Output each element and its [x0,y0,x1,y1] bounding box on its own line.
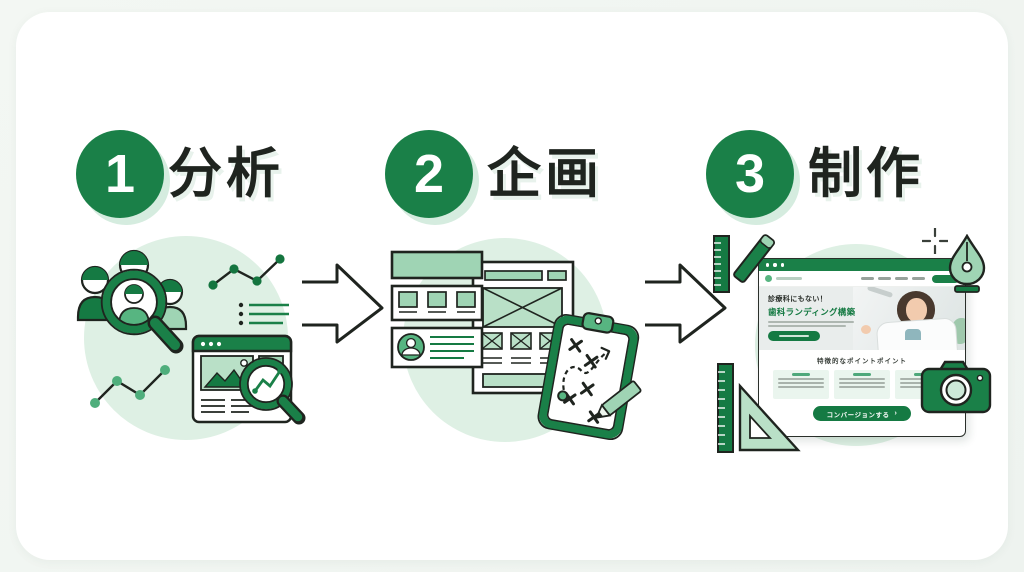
nav-cta-pill [932,274,959,283]
nav-link-bar [895,277,908,280]
feature-card-text-bar [839,378,885,380]
people-magnifier-icon [100,268,184,354]
window-dot-icon [780,263,785,267]
step-3-title: 制作 [808,144,924,204]
step-3-number: 3 [734,144,766,204]
step-3-number-badge: 3 [706,130,794,218]
dentist-photo [853,287,965,350]
window-dot-icon [766,263,770,267]
image-placeholder-icon [203,368,248,388]
hero-headline-main: 歯科ランディング構築 [768,307,856,317]
ruler-pencil-icon [713,234,775,293]
hero-section: 診療科にもない！ 歯科ランディング構築 [759,287,965,350]
hero-headline-top: 診療科にもない！ [768,296,828,303]
step-1-number-badge: 1 [76,130,164,218]
conversion-button-label: コンバージョンする [826,411,890,419]
line-chart-top-icon [208,254,285,290]
nav-link-bar [861,277,874,280]
site-logo-icon [765,275,772,282]
pen-nib-icon [948,234,986,293]
feature-card-title-bar [853,373,871,376]
browser-titlebar [759,259,965,271]
right-arrow-icon [645,263,727,344]
hero-copy-bar [768,325,846,327]
conversion-button: コンバージョンする › [813,406,911,421]
line-chart-bottom-icon [90,365,170,408]
chevron-right-icon: › [894,410,898,417]
step-2-number: 2 [413,144,445,204]
dental-lamp-shape [866,287,894,298]
feature-card-title-bar [792,373,810,376]
ruler-setsquare-icon [717,363,801,453]
right-arrow-icon [302,263,384,344]
pencil-icon [594,380,642,419]
feature-card [773,370,829,399]
step-1-number: 1 [104,144,136,204]
step-2-title: 企画 [487,144,603,204]
crosshair-icon [922,228,948,254]
planning-illustration [390,238,642,442]
step-2-number-badge: 2 [385,130,473,218]
wireframe-cards-icon [390,250,484,369]
trend-magnifier-icon [239,357,306,425]
person-face-shape [906,298,927,322]
site-logo-text-bar [776,276,802,281]
nav-link-bar [878,277,891,280]
person-hand-shape [861,325,871,334]
window-dot-icon [773,263,777,267]
features-title: 特徴的なポイントポイント [817,358,907,365]
camera-icon [920,360,992,414]
feature-card-text-bar [839,382,885,384]
person-shirt-shape [905,329,921,340]
site-navbar [759,271,965,287]
feature-card-text-bar [839,386,885,388]
hero-button [768,331,820,341]
strategy-clipboard-icon [537,312,642,441]
analysis-illustration [76,236,306,440]
feature-card-text-bar [778,386,824,388]
website-preview-window: 診療科にもない！ 歯科ランディング構築 特徴的なポイントポイント [758,258,966,437]
step-1-title: 分析 [168,144,284,204]
feature-card [834,370,890,399]
feature-card-text-bar [778,382,824,384]
nav-link-bar [912,277,925,280]
wireframe-page-icon [471,260,575,395]
hero-copy-bar [768,320,854,323]
bullet-list-icon [238,302,289,326]
feature-card-text-bar [778,378,824,380]
